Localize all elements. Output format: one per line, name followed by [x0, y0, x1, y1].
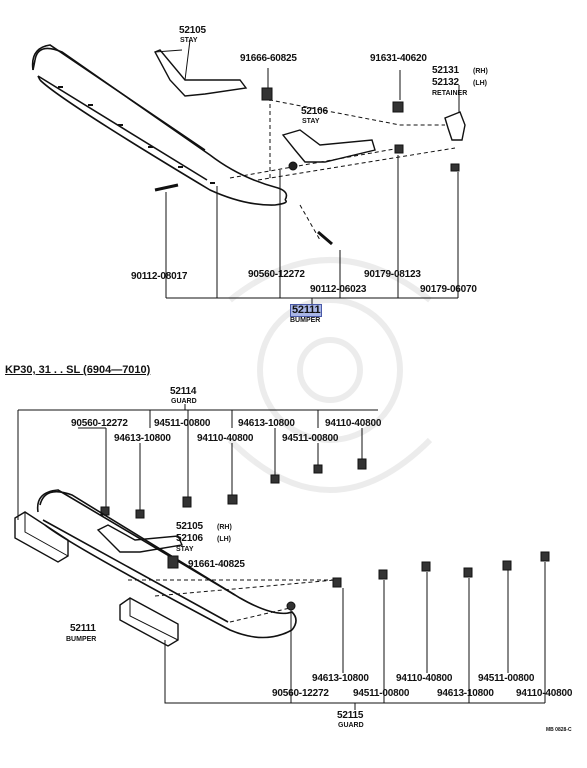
label-lower-stay: STAY [176, 546, 194, 553]
label-91631-40620: 91631-40620 [370, 53, 427, 64]
label-90112-06023: 90112-06023 [310, 284, 367, 295]
label-bumper: BUMPER [290, 317, 321, 324]
watermark-logo [227, 257, 433, 493]
upper-stay-52105 [154, 49, 248, 97]
label-52106: 52106 [301, 106, 328, 117]
label-lower-94110-40800-b: 94110-40800 [197, 433, 254, 444]
label-90560-12272: 90560-12272 [248, 269, 305, 280]
label-52105: 52105 [179, 25, 206, 36]
nut-90560 [288, 161, 298, 171]
label-lower-94511-00800-a: 94511-00800 [154, 418, 211, 429]
label-bottom-94110-40800-b: 94110-40800 [516, 688, 573, 699]
label-52115-guard: GUARD [338, 722, 364, 729]
label-52114-guard: GUARD [171, 398, 197, 405]
label-52131-rh: (RH) [473, 68, 488, 75]
lower-stay [96, 524, 184, 553]
label-52105-stay: STAY [180, 37, 198, 44]
label-bottom-94511-00800-b: 94511-00800 [353, 688, 410, 699]
label-lower-94613-10800-a: 94613-10800 [238, 418, 295, 429]
label-lower-94511-00800-b: 94511-00800 [282, 433, 339, 444]
label-bottom-90560-12272: 90560-12272 [272, 688, 329, 699]
label-lower-90560-12272: 90560-12272 [71, 418, 128, 429]
label-lower-bumper: BUMPER [66, 636, 97, 643]
drawing-code: MB 0828-C [546, 727, 572, 733]
label-52132: 52132 [432, 77, 459, 88]
nut-90179-a [394, 144, 404, 154]
bolt-90112-b [317, 230, 333, 246]
upper-bumper-drawing [31, 44, 288, 206]
label-lower-94613-10800-b: 94613-10800 [114, 433, 171, 444]
label-lower-52105: 52105 [176, 521, 203, 532]
label-52132-lh: (LH) [473, 80, 487, 87]
bolt-91666 [261, 87, 273, 101]
label-lower-52111: 52111 [70, 623, 96, 634]
label-lower-52106: 52106 [176, 533, 203, 544]
label-52114: 52114 [170, 386, 197, 397]
label-lower-52105-rh: (RH) [217, 524, 232, 531]
label-lower-94110-40800-a: 94110-40800 [325, 418, 382, 429]
section-title: KP30, 31 . . SL (6904—7010) [5, 364, 151, 376]
label-lower-52106-lh: (LH) [217, 536, 231, 543]
label-bottom-94613-10800-b: 94613-10800 [437, 688, 494, 699]
label-52131: 52131 [432, 65, 459, 76]
label-90112-08017: 90112-08017 [131, 271, 188, 282]
retainer-drawing [444, 111, 466, 141]
label-90179-06070: 90179-06070 [420, 284, 477, 295]
label-52106-stay: STAY [302, 118, 320, 125]
label-52115: 52115 [337, 710, 364, 721]
label-90179-08123: 90179-08123 [364, 269, 421, 280]
guard-right [119, 597, 179, 647]
label-52111-bumper-highlight[interactable]: 52111 [289, 304, 323, 317]
bolt-90112-a [154, 183, 179, 192]
label-91666-60825: 91666-60825 [240, 53, 297, 64]
label-retainer: RETAINER [432, 90, 468, 97]
label-bottom-94110-40800-a: 94110-40800 [396, 673, 453, 684]
label-bottom-94613-10800-a: 94613-10800 [312, 673, 369, 684]
nut-90179-b [450, 163, 460, 172]
label-91661-40825: 91661-40825 [188, 559, 245, 570]
label-bottom-94511-00800-a: 94511-00800 [478, 673, 535, 684]
guard-left [14, 511, 69, 563]
bolt-91631 [392, 101, 404, 113]
upper-stay-52106 [281, 129, 376, 163]
